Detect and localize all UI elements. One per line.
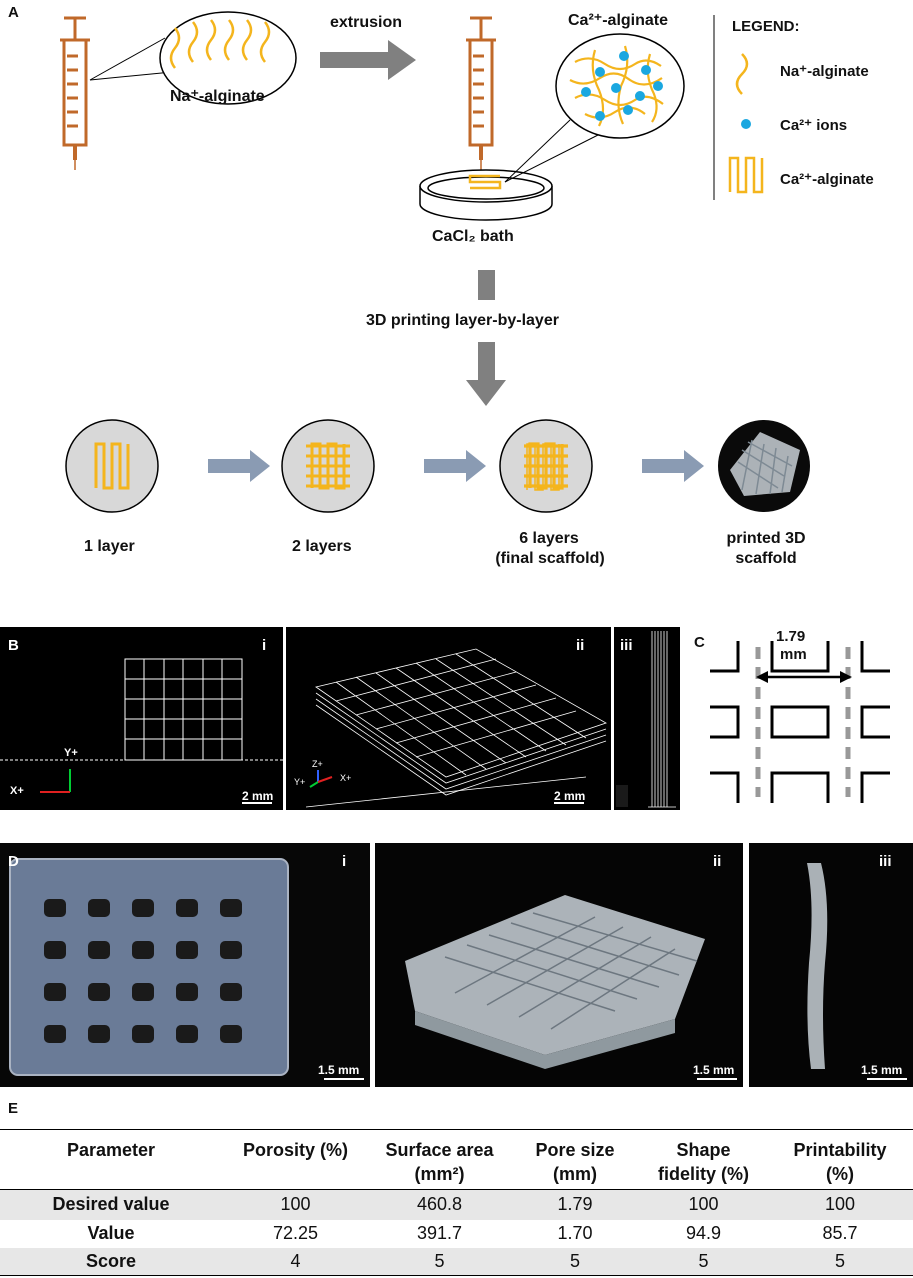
panel-d-i-photo: D i 1.5 mm [0, 843, 370, 1087]
header-parameter: Parameter [66, 1140, 156, 1160]
table-header-row: Parameter Porosity (%) Surface area(mm²)… [0, 1129, 913, 1190]
row-label-desired: Desired value [52, 1194, 170, 1215]
panel-b-i: B i Y+ X+ 2 mm [0, 627, 283, 810]
axis-z-label: Z+ [312, 759, 323, 769]
panel-d-iii-photo: iii 1.5 mm [749, 843, 913, 1087]
panel-c-diagram [710, 641, 890, 803]
header-printability: Printability(%) [793, 1140, 887, 1184]
table-cell: 72.25 [272, 1223, 319, 1243]
table-cell: 4 [290, 1250, 301, 1271]
table-cell: 100 [824, 1194, 856, 1215]
panel-e-letter: E [8, 1100, 19, 1117]
table-cell: 1.79 [557, 1194, 593, 1215]
syringe-icon [60, 16, 90, 170]
table-cell: 85.7 [822, 1223, 858, 1243]
na-alginate-label: Na⁺-alginate [170, 88, 265, 105]
legend-item-ca: Ca²⁺-alginate [780, 171, 874, 188]
step-label-1: 1 layer [84, 538, 135, 555]
scale-bar-label: 2 mm [242, 789, 274, 803]
table-cell: 5 [434, 1250, 445, 1271]
panel-a-diagram [60, 11, 810, 513]
table-cell: 460.8 [416, 1194, 463, 1215]
table-cell: 94.9 [685, 1223, 722, 1243]
ca-ions-icon [581, 51, 663, 121]
printing-arrow [466, 342, 506, 406]
header-pore-size: Pore size(mm) [535, 1140, 615, 1184]
step-1-layer [65, 419, 159, 513]
step-2-layers [281, 419, 375, 513]
panel-d-i-label: i [342, 853, 347, 870]
scale-bar-label-d2: 1.5 mm [693, 1063, 735, 1077]
table-cell: 100 [688, 1194, 719, 1215]
panel-c-letter: C [694, 634, 705, 651]
legend-title: LEGEND: [732, 18, 800, 35]
panel-d-ii-label: ii [713, 853, 722, 870]
legend-na-icon [735, 53, 749, 95]
header-surface-area: Surface area(mm²) [385, 1140, 494, 1184]
printed-scaffold-photo [718, 420, 810, 512]
panel-d-ii-photo: ii 1.5 mm [375, 843, 743, 1087]
panel-b-i-label: i [262, 637, 267, 654]
panel-b-iii: iii [614, 627, 680, 810]
parameters-table: Parameter Porosity (%) Surface area(mm²)… [0, 1129, 913, 1276]
table-row: Desired value 100 460.8 1.79 100 100 [0, 1189, 913, 1220]
axis-x2-label: X+ [340, 773, 352, 783]
petri-dish-icon [419, 169, 553, 221]
panel-b-letter: B [8, 637, 19, 654]
table-cell: 100 [280, 1194, 311, 1215]
pore-dimension-unit: mm [780, 646, 807, 663]
panel-d-letter: D [8, 853, 19, 870]
bath-label: CaCl₂ bath [432, 228, 514, 245]
scale-bar-label-d3: 1.5 mm [861, 1063, 903, 1077]
row-label-score: Score [85, 1250, 137, 1271]
extrusion-label: extrusion [330, 14, 403, 31]
table-row: Score 4 5 5 5 5 [0, 1247, 913, 1276]
table-cell: 5 [569, 1250, 580, 1271]
table-cell: 5 [834, 1250, 845, 1271]
row-label-value: Value [87, 1223, 135, 1243]
step-label-2: 2 layers [292, 538, 352, 555]
step-label-final: (final scaffold) [495, 550, 605, 567]
panel-b-ii: ii Z+ Y+ X+ 2 mm [286, 627, 611, 810]
table-row: Value 72.25 391.7 1.70 94.9 85.7 [0, 1220, 913, 1248]
step-label-6: 6 layers [519, 530, 579, 547]
table-cell: 1.70 [557, 1223, 593, 1243]
scale-bar-label-2: 2 mm [554, 789, 586, 803]
legend-item-ions: Ca²⁺ ions [780, 117, 848, 134]
legend-ion-icon [741, 119, 751, 129]
axis-y-label: Y+ [64, 747, 78, 759]
legend-ca-alginate-icon [728, 156, 764, 194]
panel-a-letter: A [8, 4, 19, 21]
scale-bar-label-d1: 1.5 mm [318, 1063, 360, 1077]
table-cell: 391.7 [416, 1223, 463, 1243]
header-porosity: Porosity (%) [242, 1140, 348, 1160]
axis-y2-label: Y+ [294, 777, 306, 787]
panel-d-iii-label: iii [879, 853, 892, 870]
extrusion-arrow [320, 40, 416, 80]
legend-item-na: Na⁺-alginate [780, 63, 869, 80]
table-cell: 5 [698, 1250, 709, 1271]
step-label-printed: printed 3D [726, 530, 806, 547]
step-label-scaffold: scaffold [735, 550, 797, 567]
panel-b-ii-label: ii [576, 637, 585, 654]
step-6-layers [499, 419, 593, 513]
panel-b-iii-label: iii [620, 637, 633, 654]
ca-alginate-label: Ca²⁺-alginate [568, 12, 669, 29]
pore-dimension-value: 1.79 [776, 628, 806, 645]
printing-label: 3D printing layer-by-layer [366, 312, 559, 329]
axis-x-label: X+ [10, 785, 24, 797]
